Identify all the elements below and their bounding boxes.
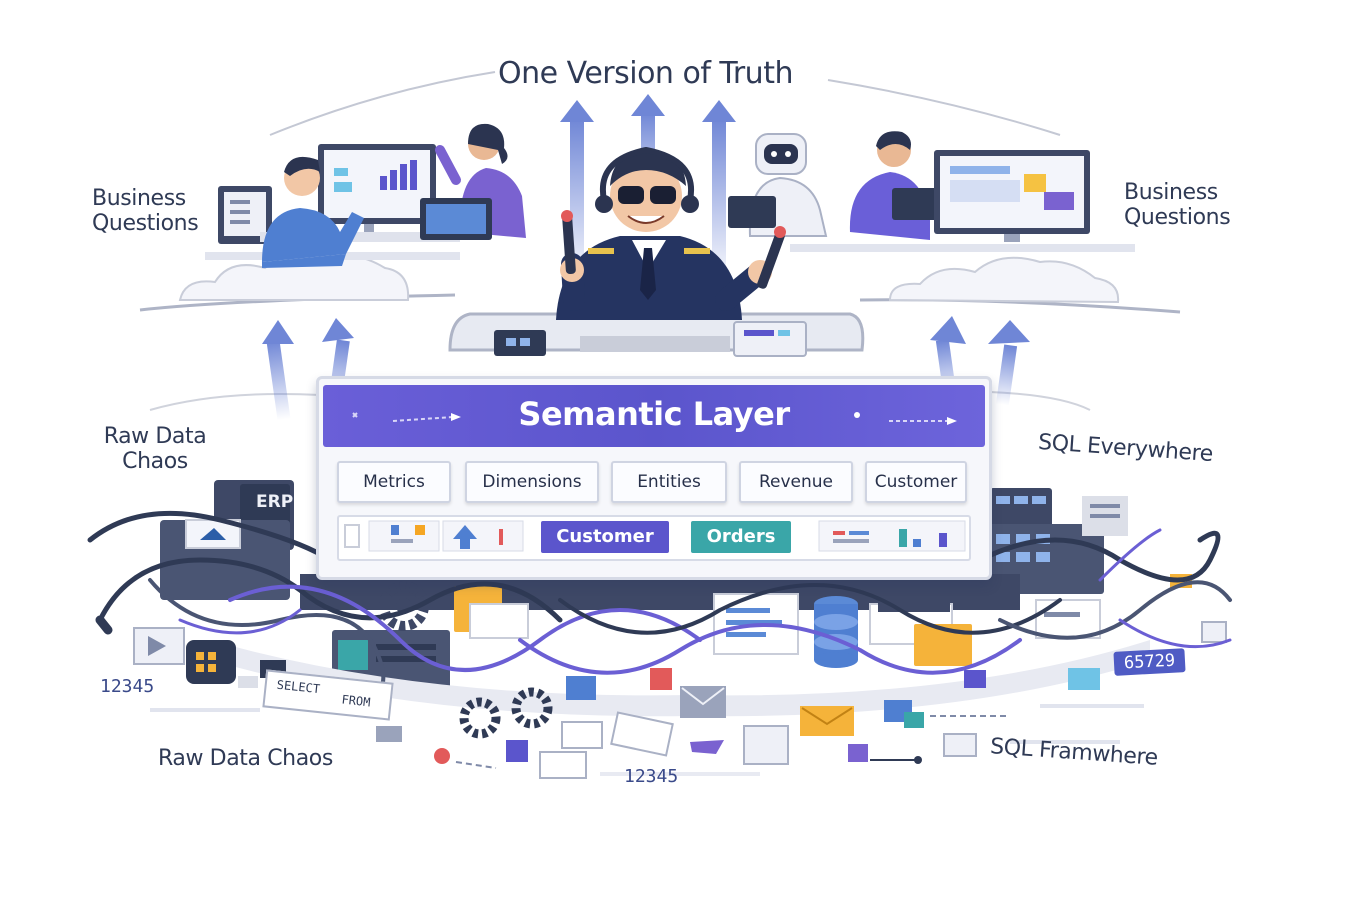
- concept-chips: Metrics Dimensions Entities Revenue Cust…: [335, 461, 973, 503]
- number-bottom: 12345: [624, 766, 679, 787]
- semantic-layer-title: Semantic Layer: [518, 395, 790, 433]
- entity-orders[interactable]: Orders: [691, 521, 791, 553]
- sql-select-keyword: SELECT: [276, 677, 321, 697]
- chip-revenue[interactable]: Revenue: [739, 461, 853, 503]
- chip-customer[interactable]: Customer: [865, 461, 967, 503]
- entity-strip-icons: [344, 520, 966, 552]
- headline: One Version of Truth: [498, 56, 793, 91]
- right-analyst-group: [728, 131, 1090, 242]
- header-flow-icons: [352, 412, 957, 425]
- chip-dimensions[interactable]: Dimensions: [465, 461, 599, 503]
- entity-strip: Customer Orders: [337, 515, 971, 561]
- entity-customer[interactable]: Customer: [541, 521, 669, 553]
- semantic-layer-header: Semantic Layer: [323, 385, 985, 447]
- semantic-layer-panel: Semantic Layer Metrics Dimensions Entiti…: [316, 376, 992, 580]
- chip-entities[interactable]: Entities: [611, 461, 727, 503]
- right-cloud-platform: [790, 244, 1181, 314]
- label-business-questions-left: Business Questions: [92, 186, 199, 236]
- top-arc-left: [269, 71, 496, 136]
- top-arc-right: [827, 79, 1061, 136]
- pilot-operator: [448, 146, 865, 357]
- chip-metrics[interactable]: Metrics: [337, 461, 451, 503]
- number-left: 12345: [100, 676, 155, 697]
- sql-from-keyword: FROM: [340, 692, 372, 710]
- mid-arc-left: [149, 393, 321, 411]
- label-raw-data-chaos-bottom: Raw Data Chaos: [158, 746, 333, 771]
- label-raw-data-chaos-mid: Raw Data Chaos: [103, 424, 207, 474]
- number-right-badge: 65729: [1113, 648, 1186, 676]
- erp-server-label: ERP: [256, 492, 294, 512]
- left-analyst-group: [218, 123, 526, 268]
- label-business-questions-right: Business Questions: [1124, 180, 1231, 230]
